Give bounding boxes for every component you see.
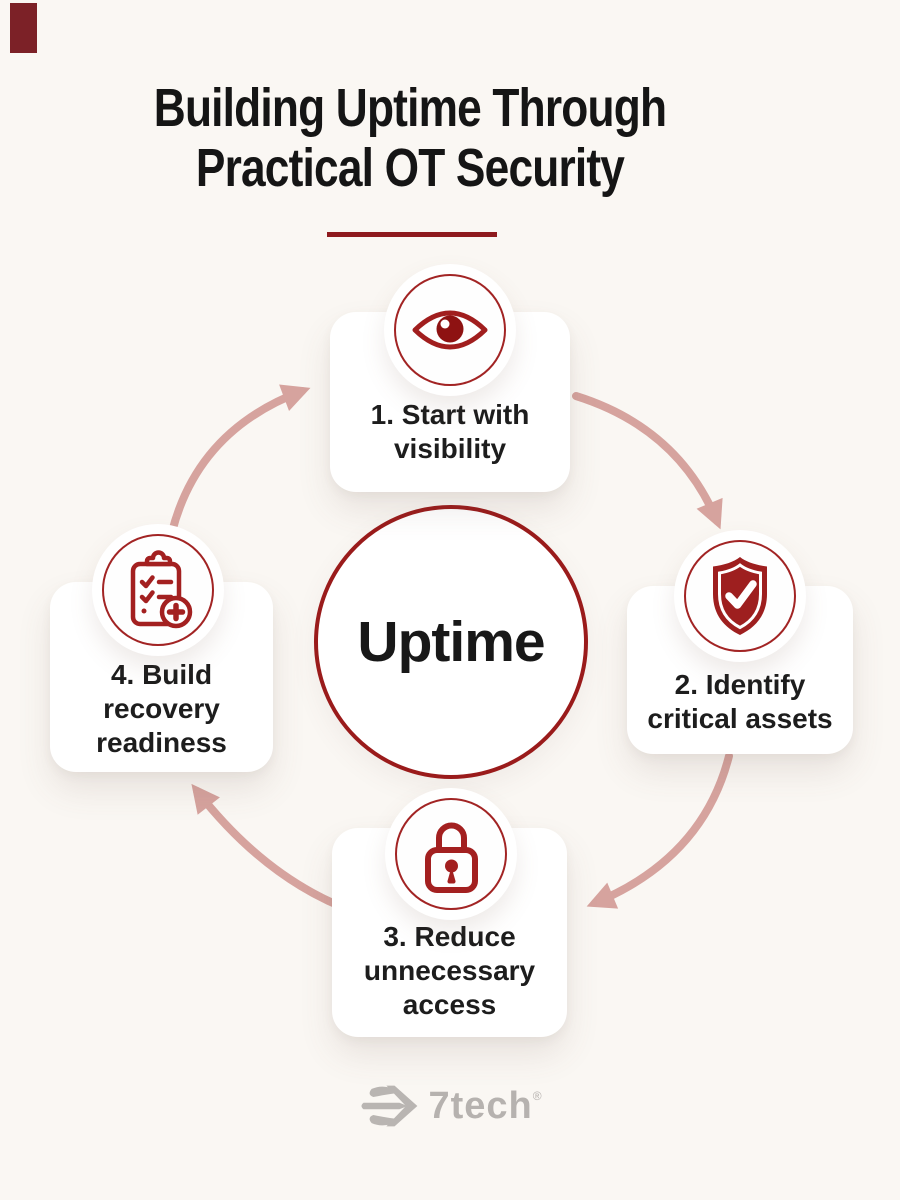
page-title: Building Uptime Through Practical OT Sec… [0, 78, 820, 198]
step-2-icon-circle [674, 530, 806, 662]
step-3-label: 3. Reduce unnecessary access [332, 920, 567, 1022]
step-card-2: 2. Identify critical assets [627, 586, 853, 754]
clipboard-checklist-icon [130, 550, 193, 629]
step-4-line-2: recovery [103, 693, 220, 724]
step-4-icon-circle [92, 524, 224, 656]
brand-logo: 7tech® [0, 1080, 900, 1132]
step-1-icon-circle [384, 264, 516, 396]
step-2-label: 2. Identify critical assets [627, 668, 853, 736]
arrow-step1-to-step2 [572, 392, 723, 530]
padlock-icon [425, 822, 478, 893]
step-1-line-1: 1. Start with [370, 399, 530, 430]
shield-check-icon [713, 557, 767, 635]
step-4-line-3: readiness [96, 727, 227, 758]
title-line-2: Practical OT Security [195, 138, 625, 198]
corner-accent-mark [10, 3, 37, 53]
step-3-icon-circle [385, 788, 517, 920]
step-3-line-1: 3. Reduce [383, 921, 516, 952]
step-4-label: 4. Build recovery readiness [50, 658, 273, 760]
arrow-step2-to-step3 [586, 752, 733, 909]
step-1-line-2: visibility [393, 433, 507, 464]
step-3-line-3: access [402, 989, 497, 1020]
step-1-label: 1. Start with visibility [330, 398, 570, 466]
step-2-line-2: critical assets [647, 703, 833, 734]
logo-wordmark: 7tech® [428, 1084, 543, 1127]
step-3-line-2: unnecessary [363, 955, 536, 986]
eye-icon [412, 310, 488, 350]
step-4-line-1: 4. Build [110, 659, 213, 690]
center-label: Uptime [357, 610, 545, 674]
title-underline [327, 232, 497, 237]
center-uptime-circle: Uptime [314, 505, 588, 779]
arrow-step4-to-step1 [168, 384, 311, 536]
registered-mark: ® [532, 1088, 543, 1103]
step-2-line-1: 2. Identify [674, 669, 806, 700]
7tech-logo-icon [361, 1085, 418, 1127]
title-line-1: Building Uptime Through [153, 78, 667, 138]
